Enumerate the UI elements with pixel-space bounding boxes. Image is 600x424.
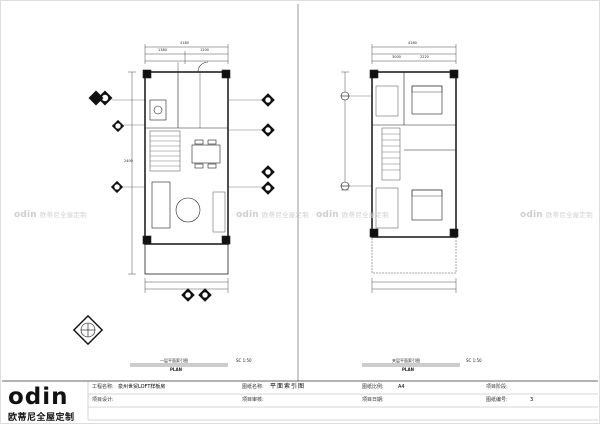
dim-label-left-side: 2400 [124, 159, 133, 163]
drawing-name-label: 图纸名称: [242, 384, 264, 390]
brand-company: 欧蒂尼全屋定制 [8, 413, 75, 423]
title-block-grid [87, 381, 598, 421]
plan-caption-right: 夹层平面索引图 [392, 358, 420, 363]
mezzanine-plan [341, 44, 459, 293]
drawing-name-value: 平面索引图 [270, 383, 306, 390]
project-name-label: 工程名称: [92, 384, 114, 390]
brand-block: odin 欧蒂尼全屋定制 [8, 384, 88, 424]
index-marker-group-left [72, 90, 275, 346]
brand-logo: odin [8, 384, 69, 410]
scale-value: A4 [398, 384, 405, 390]
plan-caption-lines [130, 363, 460, 367]
drawing-number-value: 3 [530, 397, 534, 403]
plan-scale-left: SC 1:50 [236, 358, 252, 363]
project-design-label: 项目设计: [92, 397, 114, 403]
plan-scale-right: SC 1:50 [466, 358, 482, 363]
scale-label: 图纸比例: [362, 384, 384, 390]
project-review-label: 项目审核: [242, 397, 264, 403]
plan-caption-left: 一层平面索引图 [160, 358, 188, 363]
drawing-number-label: 图纸编号: [486, 397, 508, 403]
project-date-label: 项目日期: [362, 397, 384, 403]
project-name-value: 泉州世贸LOFT样板房 [118, 384, 166, 390]
dim-label-top-right: 4180 [408, 41, 417, 45]
dim-label-top-left-b: 1200 [200, 48, 209, 52]
plan-label-left: PLAN [170, 367, 182, 372]
dim-label-top-left: 4180 [180, 41, 189, 45]
ground-floor-plan [112, 44, 265, 293]
index-marker-group-right [340, 91, 350, 191]
dim-label-top-right-a: 3000 [392, 55, 401, 59]
dim-label-top-right-b: 2220 [420, 55, 429, 59]
dim-label-top-left-a: 1380 [158, 48, 167, 52]
plan-label-right: PLAN [402, 367, 414, 372]
project-stage-label: 项目阶段: [486, 384, 508, 390]
